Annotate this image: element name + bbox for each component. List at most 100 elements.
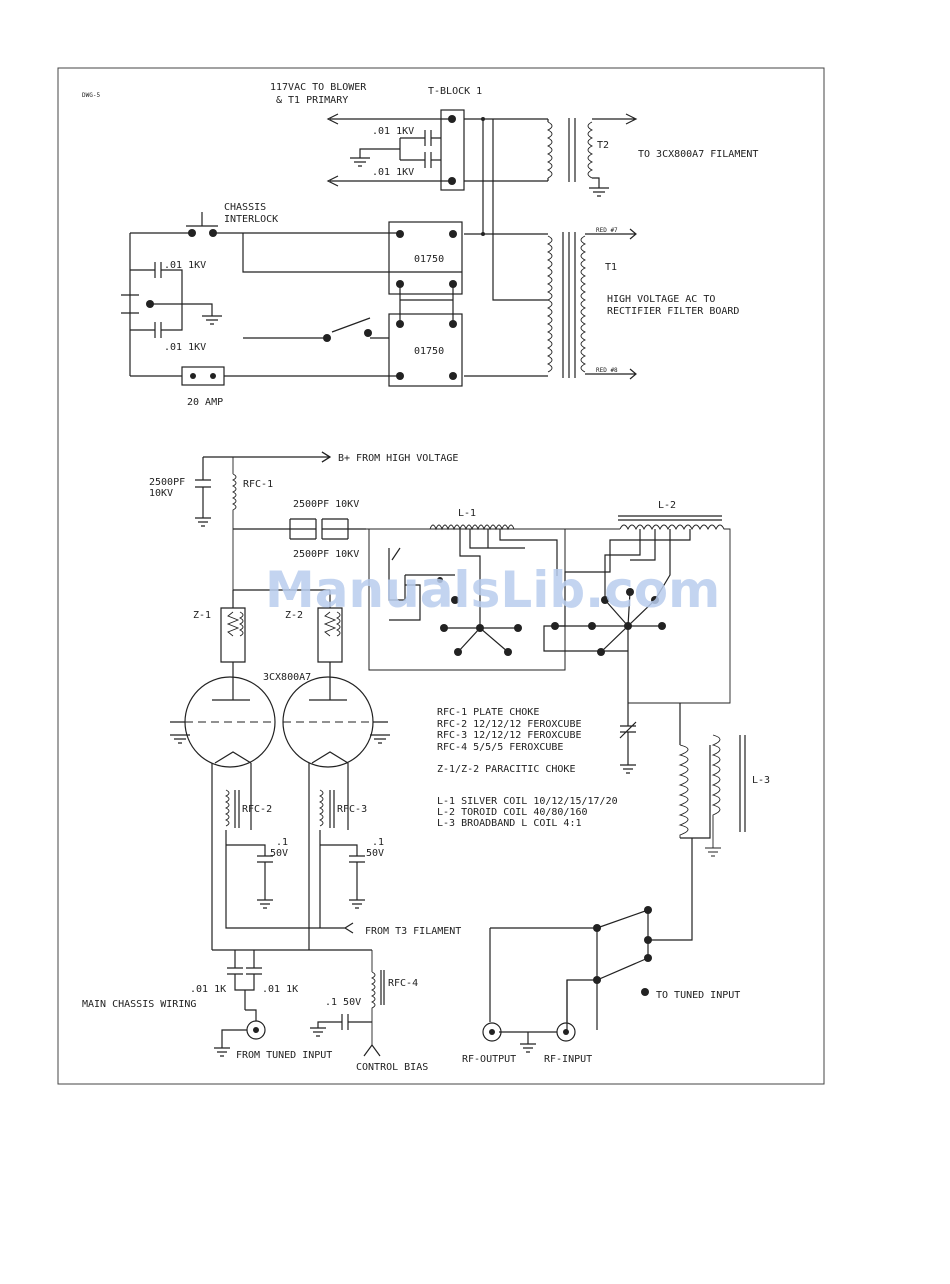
cap-in-2-label: .01 1K [262, 984, 298, 995]
ac-input-label: 117VAC TO BLOWER [270, 82, 367, 93]
drawing-border [57, 67, 825, 1085]
l3-coil-b [705, 734, 721, 857]
switch-contact [451, 596, 459, 604]
red7-label: RED #7 [596, 227, 618, 234]
rotary-arms [555, 591, 662, 703]
relay-b-label: 01750 [414, 346, 444, 357]
parasitic-chokes [220, 589, 343, 688]
t1-core [562, 232, 576, 378]
relay-contact [593, 976, 601, 984]
interlock-switch [130, 212, 400, 234]
cap-g2-label-2: 50V [366, 848, 384, 859]
left-filter-caps [121, 233, 222, 376]
bias-arrow [363, 1043, 381, 1057]
tuned-input-terminal [641, 988, 649, 996]
rfc1-label: RFC-1 [243, 479, 273, 490]
power-section: DWG-5 117VAC TO BLOWER & T1 PRIMARY T-BL… [82, 82, 758, 408]
coupling-caps [233, 518, 366, 540]
tube-filaments [211, 751, 349, 950]
l1-taps [459, 529, 558, 628]
tblock [440, 109, 465, 191]
hv-cap-label: 2500PF [149, 477, 185, 488]
line-filter-caps [350, 130, 441, 168]
band-switch-frame [368, 528, 566, 671]
tr-relay-wiring [490, 838, 693, 1030]
t3-label: FROM T3 FILAMENT [365, 926, 461, 937]
bias-bypass-cap [310, 1014, 372, 1037]
l3-label: L-3 [752, 775, 770, 786]
bplus-line [203, 451, 331, 463]
l2-label: L-2 [658, 500, 676, 511]
fuse-terminal [190, 373, 196, 379]
rfc4-choke [370, 950, 376, 1045]
filament-bypass-caps [226, 844, 365, 909]
t2-secondary-coil [587, 121, 594, 179]
tube-plates [212, 688, 347, 701]
rf-input-connector [556, 1022, 576, 1042]
cap-left-b-label: .01 1KV [164, 342, 206, 353]
fuse [181, 366, 225, 386]
relay-contact [644, 936, 652, 944]
rf-section: B+ FROM HIGH VOLTAGE 2500PF 10KV RFC-1 2… [82, 451, 770, 1073]
junction [481, 117, 485, 121]
relay-b [388, 313, 463, 387]
coupling-cap-bot-label: 2500PF 10KV [293, 549, 359, 560]
l2-coil [619, 524, 731, 704]
red8-label: RED #8 [596, 367, 618, 374]
switch-contact [437, 577, 443, 583]
relay-a [388, 221, 463, 295]
band-switch-wiring [388, 547, 455, 621]
rf-output-pin [489, 1029, 495, 1035]
interlock-label: CHASSIS [224, 202, 266, 213]
parasitic-coils [238, 611, 341, 637]
hv-cap-label-2: 10KV [149, 488, 173, 499]
rfc3-label: RFC-3 [337, 804, 367, 815]
watermark: ManualsLib.com [265, 561, 720, 619]
relay-contact [644, 954, 652, 962]
relay-a-label: 01750 [414, 254, 444, 265]
tblock-terminal-2 [448, 177, 456, 185]
legend-rfc4: RFC-4 5/5/5 FEROXCUBE [437, 742, 563, 753]
legend-rfc3: RFC-3 12/12/12 FEROXCUBE [437, 730, 582, 741]
switch-rotor-arms [444, 627, 518, 653]
z2-label: Z-2 [285, 610, 303, 621]
interlock-contact [188, 229, 196, 237]
rf-output-label: RF-OUTPUT [462, 1054, 516, 1065]
relay-terminal [449, 230, 457, 238]
rf-output-connector [482, 1022, 502, 1042]
cap-in-1-label: .01 1K [190, 984, 226, 995]
junction [481, 232, 485, 236]
component-legend: RFC-1 PLATE CHOKE RFC-2 12/12/12 FEROXCU… [437, 707, 618, 829]
cap-top-b-label: .01 1KV [372, 167, 414, 178]
rfc4-core [380, 970, 385, 1005]
legend-l3: L-3 BROADBAND L COIL 4:1 [437, 818, 582, 829]
bplus-arrow [321, 451, 332, 463]
l3-core [739, 735, 746, 832]
from-tuned-label: FROM TUNED INPUT [236, 1050, 332, 1061]
tube-grounds [170, 734, 390, 744]
rf-input-pin [563, 1029, 569, 1035]
ac-input-label-2: & T1 PRIMARY [276, 95, 348, 106]
l2-core [618, 515, 722, 521]
hv-bypass-cap [195, 457, 211, 527]
input-connector-wiring [214, 1009, 257, 1057]
input-connector-pin [253, 1027, 259, 1033]
t3-filament-lines [225, 830, 354, 934]
ac-arrows [326, 113, 339, 187]
legend-l1: L-1 SILVER COIL 10/12/15/17/20 [437, 796, 618, 807]
tube-label: 3CX800A7 [263, 672, 311, 683]
to-tuned-label: TO TUNED INPUT [656, 990, 740, 1001]
rf-connector-wiring [489, 928, 568, 1053]
legend-rfc1: RFC-1 PLATE CHOKE [437, 707, 539, 718]
cap-g1-label-2: 50V [270, 848, 288, 859]
ac-lines [330, 118, 453, 182]
l3-coil-a [678, 744, 689, 838]
rfc2-label: RFC-2 [242, 804, 272, 815]
relay-terminal [449, 372, 457, 380]
t1-label: T1 [605, 262, 617, 273]
l1-label: L-1 [458, 508, 476, 519]
coupling-cap-top-label: 2500PF 10KV [293, 499, 359, 510]
t1-secondary-coil [580, 235, 587, 373]
hv-label: HIGH VOLTAGE AC TO [607, 294, 715, 305]
